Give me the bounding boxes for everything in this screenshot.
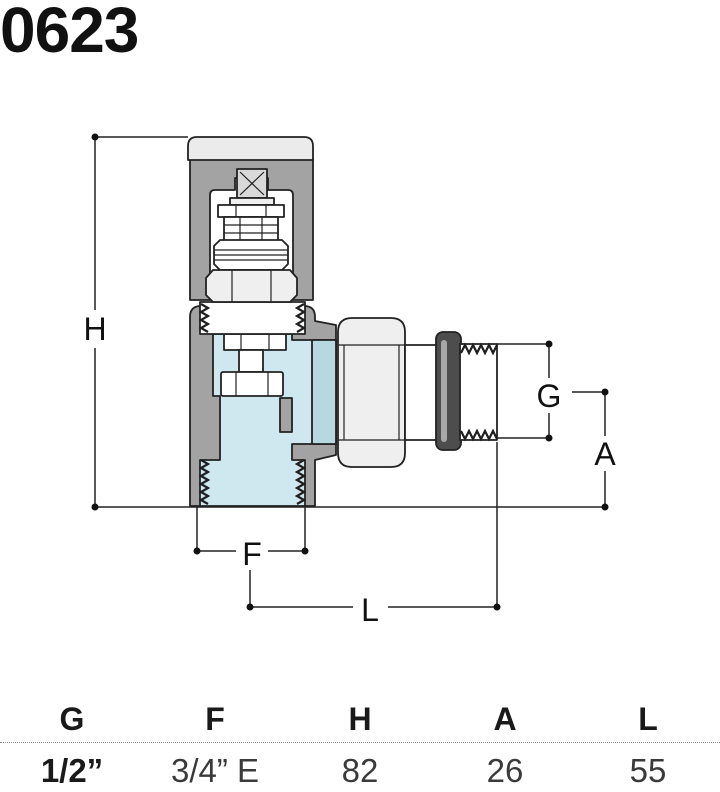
dimension-label-a: A xyxy=(594,436,616,472)
union-nut xyxy=(337,317,406,468)
dimension-label-h: H xyxy=(83,311,106,347)
dimension-dot xyxy=(545,434,553,442)
table-cell-h: 82 xyxy=(341,752,379,789)
table-cell-g: 1/2” xyxy=(40,752,104,789)
valve-disc xyxy=(220,371,284,397)
spindle-nut xyxy=(223,333,287,351)
inner-spindle xyxy=(220,333,287,397)
spindle-stem xyxy=(238,349,264,373)
dimension-dot xyxy=(301,547,309,555)
bonnet-thread-left xyxy=(198,303,211,333)
dimension-dot xyxy=(601,503,609,511)
handle-assembly xyxy=(187,136,314,303)
product-code-title: 0623 xyxy=(0,0,139,66)
spindle-head-cross xyxy=(239,171,265,196)
valve-technical-drawing: H G A F L xyxy=(83,133,616,628)
tailpiece-collar-highlight xyxy=(441,340,447,442)
dimension-lines xyxy=(94,136,606,608)
dimension-label-g: G xyxy=(537,378,562,414)
inlet-thread-left xyxy=(198,459,211,505)
bonnet-hex-nut xyxy=(205,269,298,303)
handle-shroud xyxy=(189,157,314,301)
dimension-dot xyxy=(601,388,609,396)
outlet-assembly xyxy=(337,317,498,468)
dimension-dot xyxy=(193,547,201,555)
tailpiece-body xyxy=(404,344,438,441)
valve-seat xyxy=(279,397,293,433)
table-header-g: G xyxy=(59,701,85,737)
dimension-labels: H G A F L xyxy=(83,311,616,628)
dimension-dot xyxy=(545,340,553,348)
inlet-thread-right xyxy=(294,459,307,505)
table-cell-f: 3/4” E xyxy=(170,752,260,789)
table-cell-a: 26 xyxy=(486,752,524,789)
dimension-end-dots xyxy=(91,133,609,611)
table-header-l: L xyxy=(638,701,658,737)
dimension-dot xyxy=(91,503,99,511)
dimension-label-f: F xyxy=(242,536,262,572)
table-cell-l: 55 xyxy=(629,752,667,789)
outlet-thread xyxy=(459,343,498,441)
outlet-thread-top xyxy=(460,342,498,356)
outlet-thread-bottom xyxy=(460,428,498,442)
spindle-collar xyxy=(229,197,275,206)
tailpiece-insert xyxy=(311,339,337,445)
bonnet-thread-group xyxy=(198,301,307,335)
bonnet-thread-right xyxy=(294,303,307,333)
tailpiece-collar xyxy=(435,331,462,451)
table-divider xyxy=(0,742,720,743)
packing-gland xyxy=(223,216,279,242)
dimension-dot xyxy=(493,603,501,611)
dimension-dot xyxy=(246,603,254,611)
bonnet-thread xyxy=(199,301,306,335)
upper-nut xyxy=(217,204,285,218)
dimension-dot xyxy=(91,133,99,141)
table-header-a: A xyxy=(493,701,517,737)
dimension-label-l: L xyxy=(361,592,379,628)
table-header-h: H xyxy=(348,701,372,737)
table-header-f: F xyxy=(205,701,225,737)
valve-cap xyxy=(187,136,314,161)
